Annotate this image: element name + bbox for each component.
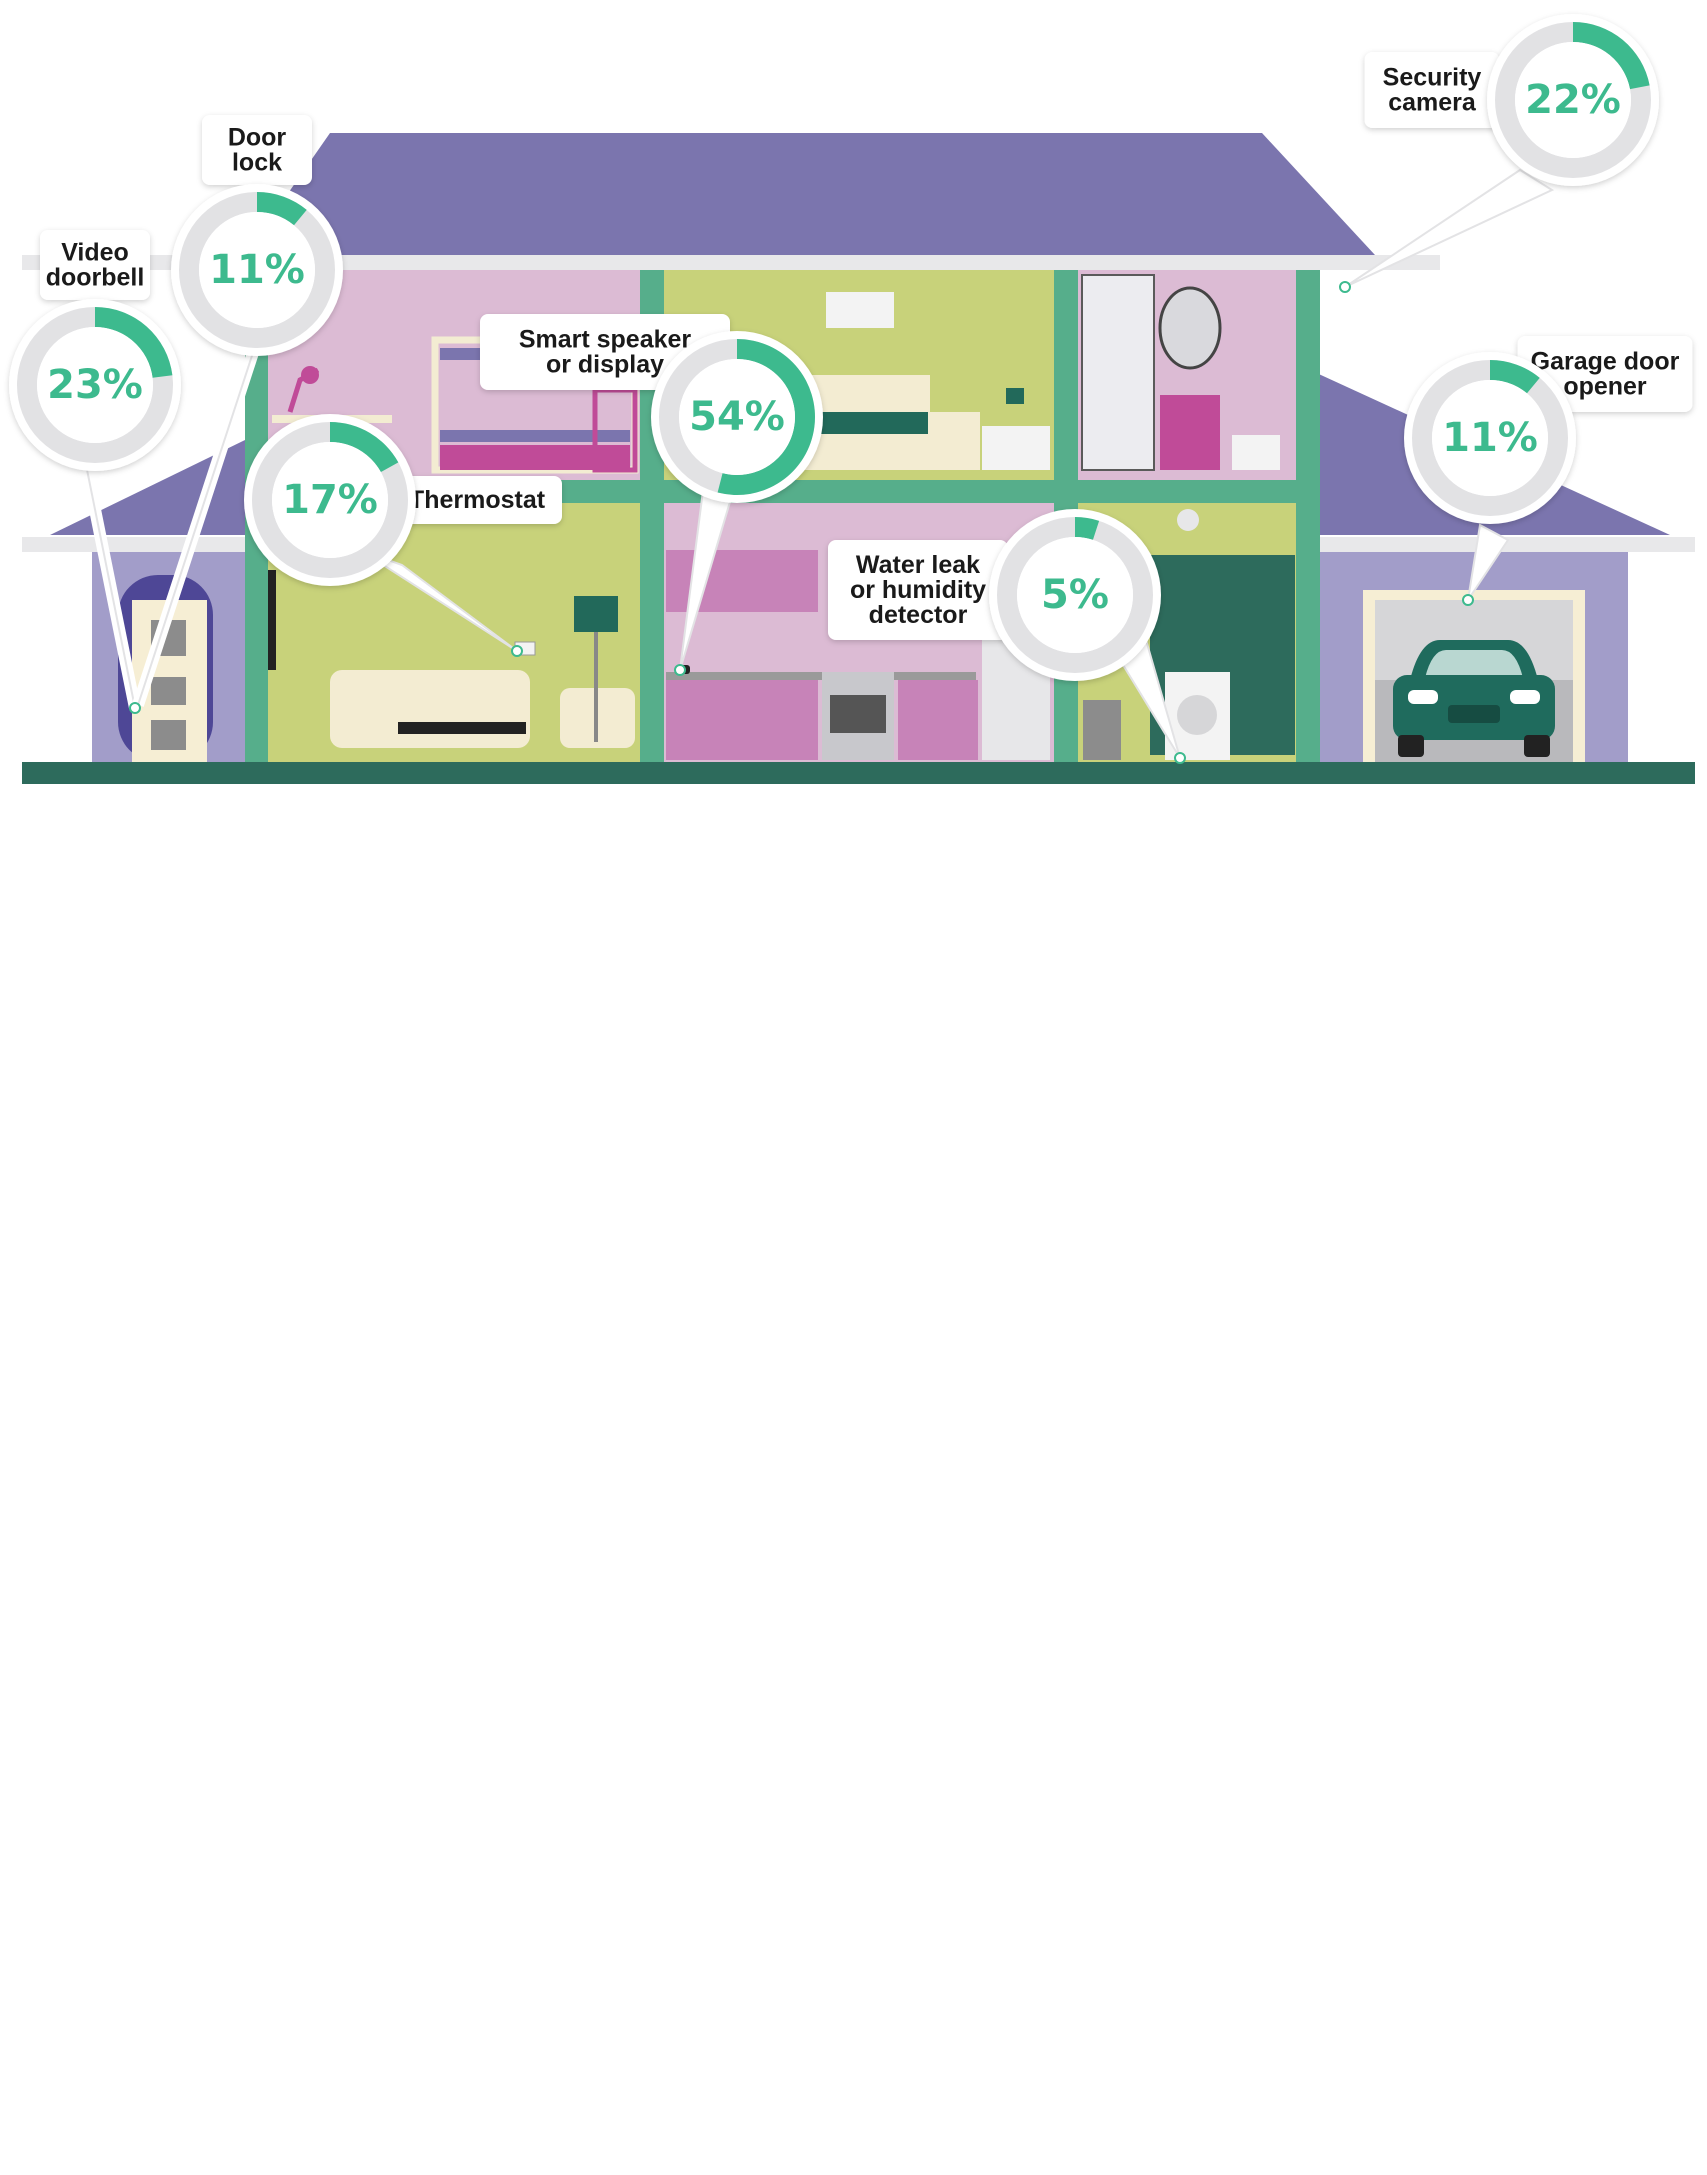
callout-label: Smart speaker (519, 326, 692, 354)
main-roof (245, 133, 1375, 255)
bunk-drawers (440, 445, 630, 470)
ground (22, 762, 1695, 784)
lamp-shade (301, 366, 319, 384)
tv (268, 570, 276, 670)
label-box (392, 476, 562, 524)
label-box (828, 540, 1008, 640)
donut-percent-label: 11% (1442, 415, 1538, 461)
bed-blanket (800, 412, 928, 434)
callout-label: Garage door (1531, 348, 1680, 376)
lower-cabinets-right (898, 680, 978, 760)
label-box (202, 115, 312, 185)
donut-center (199, 212, 315, 328)
callout-label: opener (1563, 373, 1647, 401)
donut-value-arc (1573, 22, 1650, 90)
label-box (1364, 52, 1500, 128)
vanity (1160, 395, 1220, 470)
trash-bin (1083, 700, 1121, 760)
oven-window (830, 695, 886, 733)
main-eave (22, 255, 1440, 270)
car-icon (1393, 640, 1555, 757)
callout-label: detector (869, 601, 968, 629)
mirror (1158, 286, 1222, 370)
donut-value-arc (330, 422, 399, 473)
callout-label: lock (232, 149, 282, 177)
donut-center (272, 442, 388, 558)
donut-value-arc (1490, 360, 1540, 394)
label-box (40, 230, 150, 300)
ceiling-light (1177, 509, 1199, 531)
donut-center (1432, 380, 1548, 496)
donut-percent-label: 54% (689, 394, 785, 440)
callout-label: camera (1388, 89, 1477, 117)
callout-label: doorbell (46, 264, 145, 292)
donut-value-arc (95, 307, 173, 378)
donut-center (1017, 537, 1133, 653)
bunk-mattress (440, 430, 630, 442)
callout-label: or humidity (850, 576, 986, 604)
donut-percent-label: 11% (209, 247, 305, 293)
callout-label: Security (1383, 64, 1482, 92)
donut-percent-label: 23% (47, 362, 143, 408)
door-panel (151, 677, 186, 705)
callout-label: Door (228, 124, 287, 152)
donut-percent-label: 22% (1525, 77, 1621, 123)
door-panel (151, 720, 186, 750)
donut-percent-label: 5% (1041, 572, 1109, 618)
donut-value-arc (717, 339, 815, 495)
donut-value-arc (1075, 517, 1100, 540)
nightstand-lamp (1006, 388, 1024, 404)
callout-label: Thermostat (409, 486, 546, 514)
nightstand (982, 426, 1050, 470)
sofa (330, 670, 530, 748)
callout-label: Water leak (856, 551, 980, 579)
left-eave (22, 537, 257, 552)
donut-center (1515, 42, 1631, 158)
countertop (666, 672, 976, 680)
donut-center (679, 359, 795, 475)
callout-label: or display (546, 351, 664, 379)
callout-label: Video (61, 239, 129, 267)
callout-pointers (74, 168, 1555, 764)
donut-percent-label: 17% (282, 477, 378, 523)
callout-thermostat: Thermostat 17% (244, 414, 562, 586)
floor-lamp (574, 596, 618, 632)
coffee-table (398, 722, 526, 734)
donut-center (37, 327, 153, 443)
air-conditioner (826, 292, 894, 328)
shower (1081, 274, 1155, 471)
toilet (1232, 435, 1280, 470)
lamp-pole (594, 632, 598, 742)
donut-value-arc (257, 192, 307, 226)
lower-cabinets (666, 680, 818, 760)
washer-door (1177, 695, 1217, 735)
